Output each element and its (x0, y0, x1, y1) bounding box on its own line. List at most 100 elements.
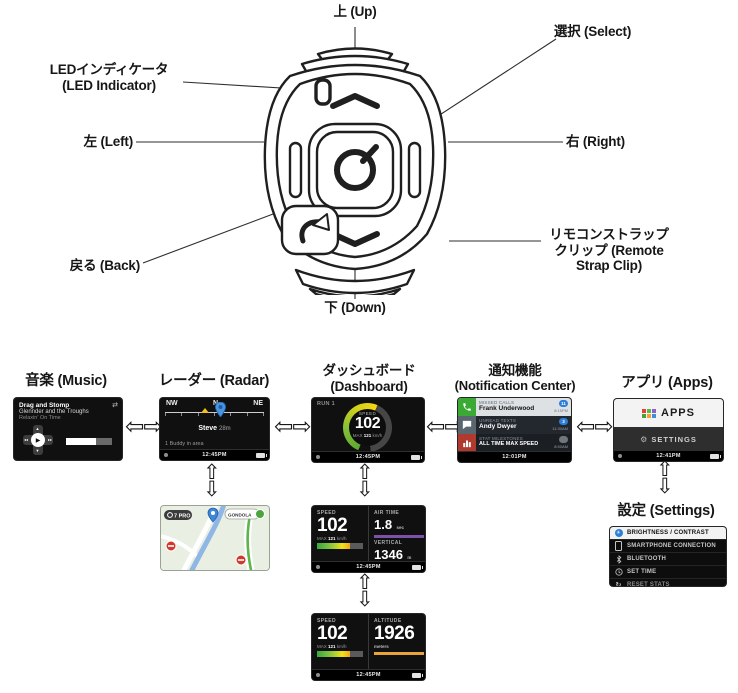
back-arrow-head (312, 213, 330, 231)
status-left-icon (316, 455, 320, 459)
clock-icon (614, 568, 623, 576)
max-unit: km/h (336, 644, 347, 649)
label-strap-3: Strap Clip) (575, 258, 643, 274)
settings-item-label: SET TIME (627, 569, 657, 575)
speed-label: SPEED (317, 618, 336, 624)
title-radar: レーダー (Radar) (158, 373, 270, 389)
smartphone-icon (615, 541, 622, 551)
compass-row: NW N NE (166, 400, 263, 407)
heading-marker-icon (201, 408, 210, 413)
buddy-pin-icon (215, 402, 226, 417)
play-button-icon: ▶ (31, 433, 45, 447)
music-artist: Glennder and the Troughs (19, 409, 89, 415)
arrows-radar-dashboard: ⇦⇨ (274, 414, 312, 440)
speed-gradient-bar (317, 651, 363, 657)
status-left-icon (316, 673, 320, 677)
strap-band-2 (308, 287, 402, 295)
arrows-airtime-altitude: ⇧⇩ (356, 572, 374, 611)
left-slot (288, 141, 303, 199)
river (189, 506, 226, 570)
down-chevron (330, 231, 380, 247)
compass-n: N (212, 400, 218, 407)
notification-name: ALL TIME MAX SPEED (479, 441, 539, 447)
settings-item-label: SMARTPHONE CONNECTION (627, 543, 716, 549)
led-indicator (314, 78, 332, 106)
settings-label: SETTINGS (651, 434, 697, 444)
music-dpad: ▲ ▼ ◂◂ ▸▸ ▶ (23, 425, 53, 455)
vertical-value: 1346 (374, 546, 403, 562)
arrow-down-icon: ⇩ (356, 476, 374, 501)
notification-badge: 11 (559, 400, 568, 407)
clock: 12:01PM (502, 454, 527, 460)
buddy-label: Steve 28m (160, 425, 269, 432)
gondola-pin-icon (207, 507, 219, 523)
arrow-right-icon: ⇨ (143, 414, 162, 440)
arrow-left-icon: ⇦ (426, 414, 445, 440)
label-select: 選択 (Select) (553, 24, 632, 39)
title-dashboard-en: (Dashboard) (330, 378, 408, 394)
notification-category: UNREAD TEXTS (479, 418, 517, 423)
power-select-icon (334, 149, 376, 191)
settings-screen: ☀ BRIGHTNESS / CONTRAST SMARTPHONE CONNE… (610, 527, 726, 586)
map-screen: 7 PRO GONDOLA (161, 506, 269, 570)
notification-row: MISSED CALLS Frank Underwood 11 8:15PM (458, 398, 571, 416)
dpad-next-icon: ▸▸ (47, 437, 52, 442)
max-label: MAX (317, 536, 327, 541)
battery-icon (411, 455, 422, 460)
arrow-up-icon: ⇧ (656, 457, 674, 481)
airtime-label: AIR TIME (374, 510, 400, 516)
clock: 12:45PM (356, 672, 381, 678)
airtime-screen: SPEED 102 MAX 121 km/h AIR TIME 1.8 sec … (312, 506, 425, 572)
gear-icon: ⚙ (640, 434, 648, 444)
clock: 12:45PM (355, 454, 381, 460)
text-message-icon (458, 416, 476, 434)
vertical-unit: m (407, 554, 412, 560)
altitude-label: ALTITUDE (374, 618, 402, 624)
battery-icon (412, 673, 423, 678)
strap-band-1 (294, 268, 416, 295)
title-notification: 通知機能 (Notification Center) (442, 363, 588, 393)
clock: 12:45PM (356, 564, 381, 570)
buddy-name: Steve (198, 425, 218, 432)
notification-badge: 3 (559, 418, 568, 425)
label-led-ja: LEDインディケータ (49, 62, 169, 77)
reset-icon: ↻ (615, 580, 622, 586)
arrow-down-icon: ⇩ (203, 476, 221, 501)
divider (368, 614, 369, 670)
settings-item: ↻ RESET STATS (610, 579, 726, 586)
notification-screen: MISSED CALLS Frank Underwood 11 8:15PM U… (458, 398, 571, 462)
altitude-bar (374, 652, 424, 655)
arrow-down-icon: ⇩ (356, 586, 374, 611)
label-right: 右 (Right) (566, 134, 625, 149)
battery-icon (710, 454, 721, 459)
status-bar: 12:45PM (312, 561, 425, 572)
status-bar: 12:41PM (614, 450, 723, 461)
settings-item-label: BLUETOOTH (627, 556, 667, 562)
play-glyph: ▶ (35, 437, 41, 444)
notification-time: 8:50AM (554, 444, 568, 449)
label-up: 上 (Up) (333, 4, 377, 19)
max-label: MAX (352, 432, 363, 438)
compass-scale (165, 412, 264, 416)
arrows-radar-map: ⇧⇩ (203, 462, 221, 501)
map-badge-left-label: 7 PRO (174, 513, 191, 519)
airtime-unit: sec (396, 525, 405, 530)
label-led-en: (LED Indicator) (62, 77, 156, 93)
right-slot (407, 141, 422, 199)
shuffle-icon: ⇄ (112, 401, 118, 409)
compass-ne: NE (253, 400, 263, 407)
notification-name: Andy Dwyer (479, 423, 517, 430)
dpad-up-icon: ▲ (35, 426, 40, 431)
label-led: LEDインディケータ (LED Indicator) (38, 62, 180, 93)
missed-call-icon (458, 398, 476, 416)
speed-label: SPEED (317, 510, 336, 516)
power-needle (360, 144, 379, 164)
airtime-bar (374, 535, 424, 538)
label-down: 下 (Down) (324, 300, 386, 315)
settings-item: ☀ BRIGHTNESS / CONTRAST (610, 527, 726, 540)
max-speed-line: MAX 121 km/h (343, 433, 392, 438)
arrow-up-icon: ⇧ (356, 460, 374, 484)
arrow-left-icon: ⇦ (125, 414, 144, 440)
speed-gauge: SPEED 102 MAX 121 km/h (343, 403, 392, 452)
settings-item: SET TIME (610, 566, 726, 579)
